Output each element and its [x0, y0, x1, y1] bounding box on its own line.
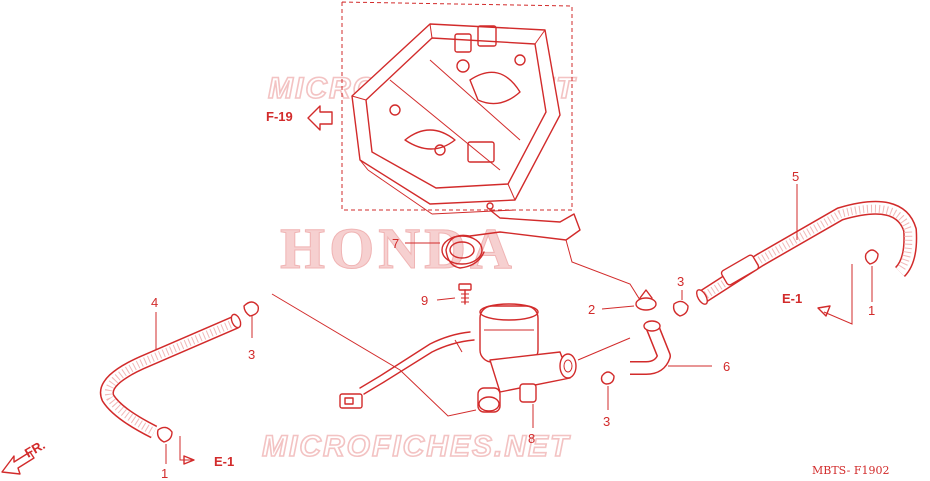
callout-5: 5: [792, 169, 799, 184]
callout-2: 2: [588, 302, 595, 317]
part-1-clip-right: [864, 249, 879, 302]
callout-7: 7: [392, 236, 399, 251]
e1-right-arrow: [817, 305, 831, 317]
leader-9: [436, 297, 456, 301]
f19-arrow: [307, 105, 333, 131]
callout-9: 9: [421, 293, 428, 308]
leader-valve-to-hose6: [577, 337, 631, 361]
leader-2: [601, 305, 635, 310]
part-2-clip: [635, 289, 657, 311]
part-3-clip-left: [243, 301, 260, 338]
part-4-hose-left: [99, 313, 242, 439]
callout-3-left: 3: [248, 347, 255, 362]
cylinder-head-cover: [351, 23, 561, 215]
ref-e1-bottom: E-1: [214, 454, 234, 469]
leader-7-to-2: [565, 239, 641, 301]
part-6-elbow-hose: [630, 320, 671, 375]
part-9-bolt: [458, 283, 472, 305]
part-7-air-pipe: [441, 209, 581, 269]
e1-bottom-arrow: [183, 455, 195, 465]
part-1-clip-bottom: [156, 426, 173, 464]
part-3-clip-mid: [600, 371, 615, 410]
head-cover-boundary: [341, 1, 573, 211]
diagram-code: MBTS- F1902: [812, 464, 889, 477]
callout-8: 8: [528, 431, 535, 446]
part-3-clip-right: [672, 290, 689, 317]
callout-1-bottom: 1: [161, 466, 168, 481]
callout-3-mid: 3: [603, 414, 610, 429]
e1-bottom-leader: [179, 436, 194, 461]
part-5-hose-right: [696, 200, 918, 305]
front-arrow: [1, 451, 35, 475]
part-8-control-valve: [339, 303, 577, 413]
watermark-bottom: MICROFICHES.NET: [262, 430, 571, 463]
callout-6: 6: [723, 359, 730, 374]
ref-f19: F-19: [266, 109, 293, 124]
callout-4: 4: [151, 295, 158, 310]
e1-right-leader: [823, 264, 853, 325]
callout-1-right: 1: [868, 303, 875, 318]
leader-valve-to-hose4: [271, 293, 477, 417]
callout-3-right: 3: [677, 274, 684, 289]
ref-e1-right: E-1: [782, 291, 802, 306]
